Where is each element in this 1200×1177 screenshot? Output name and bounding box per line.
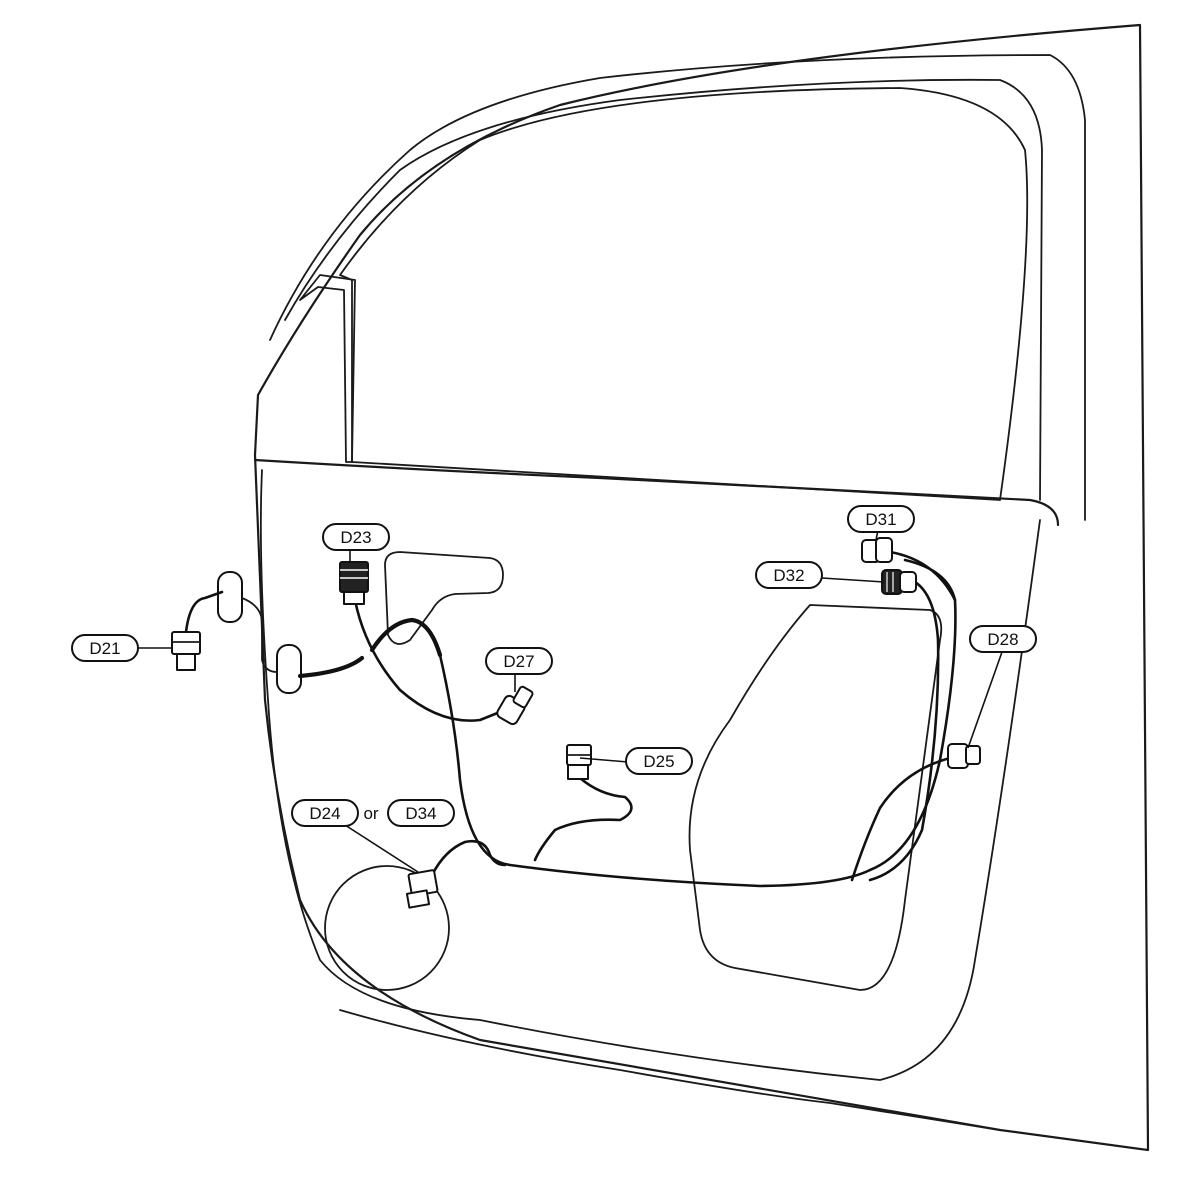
lower-sill [339, 1009, 1001, 1131]
label-d32-text: D32 [773, 566, 804, 585]
label-d31: D31 [847, 505, 915, 533]
window-opening [339, 87, 1029, 501]
wire-d31 [888, 550, 957, 602]
window-frame-mid [284, 78, 1043, 501]
door-outer-edge [253, 23, 1150, 1152]
label-d25: D25 [625, 747, 693, 775]
label-d28-text: D28 [987, 630, 1018, 649]
wire-main-trunk [438, 558, 957, 888]
label-or-text: or [363, 804, 378, 823]
connector-d24-d34 [405, 869, 439, 909]
wire-main-loop [369, 617, 443, 658]
hinge-grommet-lower [261, 621, 302, 694]
label-d25-text: D25 [643, 752, 674, 771]
wire-d21 [184, 590, 224, 634]
label-d28: D28 [969, 625, 1037, 653]
inner-panel [259, 469, 1041, 1081]
belt-line [253, 458, 1060, 527]
connector-d31 [861, 537, 893, 563]
wire-d25 [533, 776, 633, 862]
label-d31-text: D31 [865, 510, 896, 529]
connector-d21 [171, 631, 201, 671]
speaker-opening [324, 865, 450, 991]
connector-d25 [566, 744, 592, 780]
door-body [253, 23, 1150, 1152]
wire-main-entry [297, 655, 365, 679]
wire-d24 [430, 840, 507, 877]
label-d24: D24 [291, 799, 359, 827]
inner-handle-cutout [384, 551, 504, 645]
label-d23-text: D23 [340, 528, 371, 547]
label-d21: D21 [71, 634, 139, 662]
label-d27: D27 [485, 647, 553, 675]
label-d32: D32 [755, 561, 823, 589]
wire-d23 [353, 598, 502, 722]
wire-d32 [868, 580, 940, 882]
label-d21-text: D21 [89, 639, 120, 658]
wire-d28 [850, 756, 952, 882]
hinge-grommet-upper [217, 571, 263, 623]
label-d27-text: D27 [503, 652, 534, 671]
vent-post [299, 274, 356, 463]
window-frame-outer [269, 54, 1086, 521]
connector-d27 [496, 685, 534, 726]
label-d34: D34 [387, 799, 455, 827]
label-d34-text: D34 [405, 804, 436, 823]
armrest-pocket [688, 604, 943, 991]
wiring-harness [184, 550, 957, 888]
connector-d23 [339, 561, 369, 605]
connector-d32 [881, 569, 917, 595]
label-d23: D23 [322, 523, 390, 551]
leader-lines [138, 529, 1003, 873]
connector-d28 [947, 743, 981, 769]
label-d24-text: D24 [309, 804, 340, 823]
